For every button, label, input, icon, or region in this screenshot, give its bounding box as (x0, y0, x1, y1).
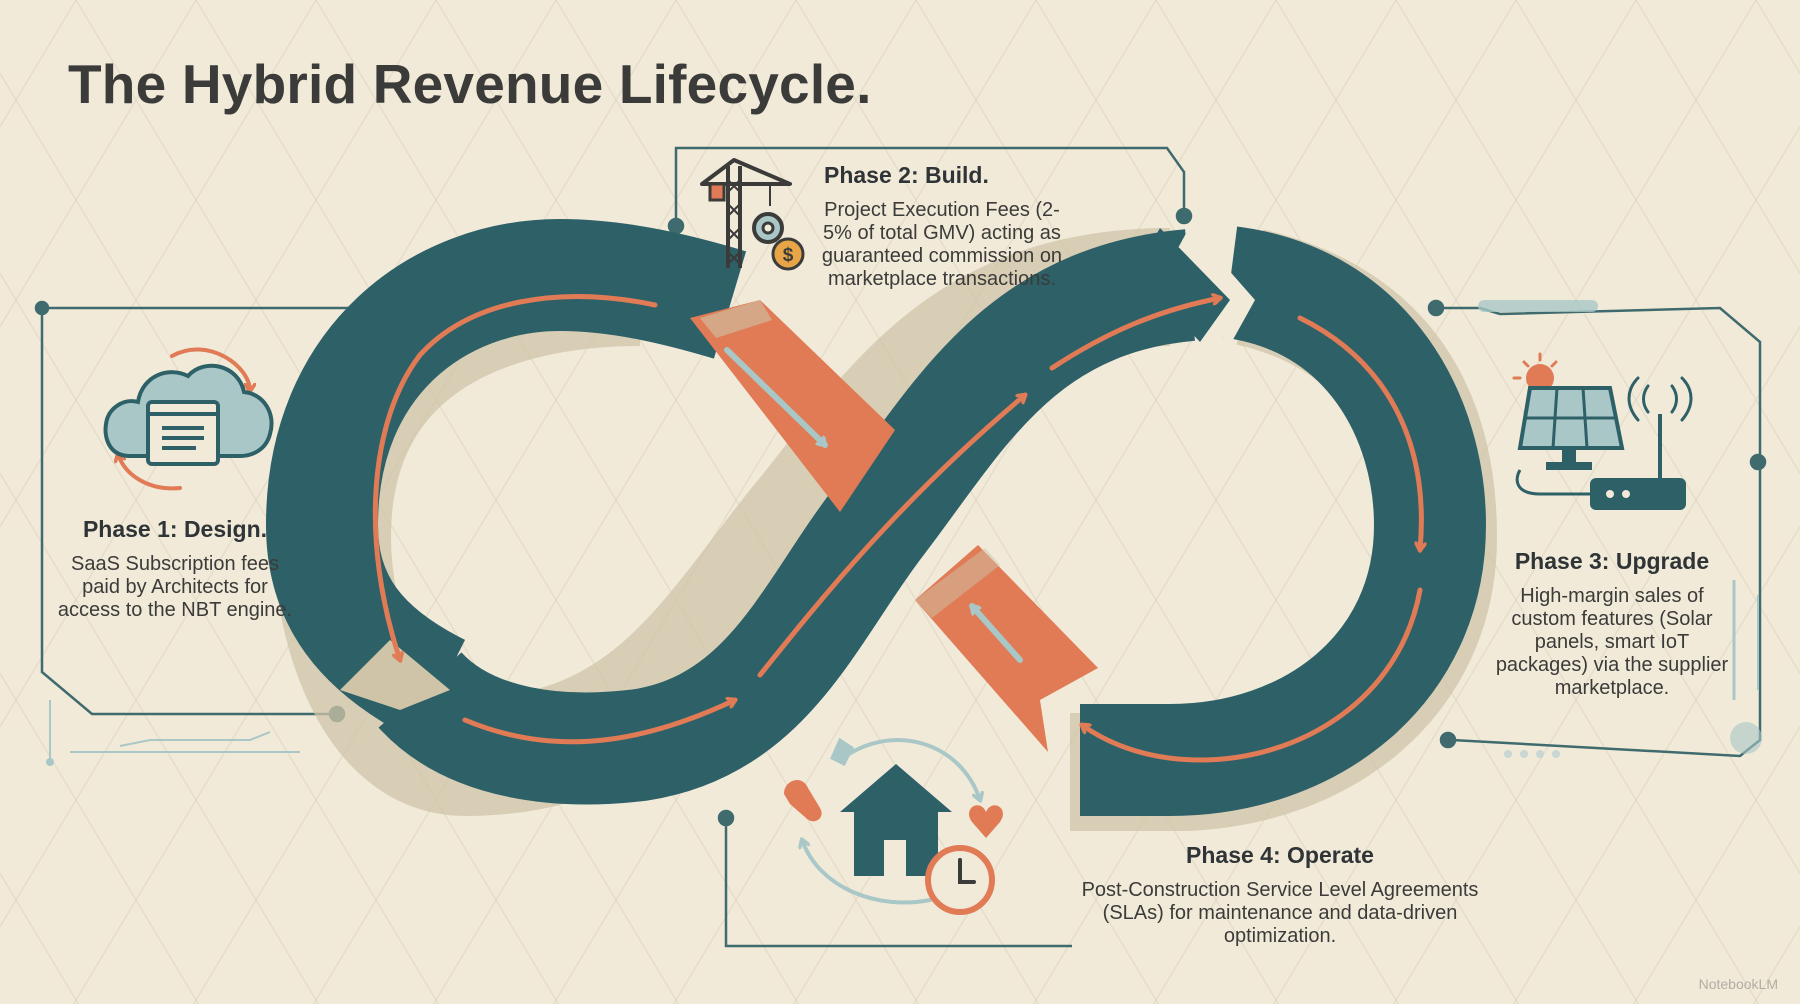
flow-arrow-left-top (417, 294, 658, 358)
flow-arrow-bottom (462, 700, 735, 745)
phase-4-description: Post-Construction Service Level Agreemen… (1081, 879, 1479, 947)
grid-line (673, 0, 1277, 1004)
cloud-browser-icon (103, 347, 274, 491)
grid-line (0, 0, 197, 328)
watermark: NotebookLM (1698, 976, 1778, 992)
flow-arrow-right-bottom (1082, 587, 1423, 763)
ribbon-arrow-down (724, 347, 828, 448)
grid-line (913, 0, 1517, 1004)
phase-3-description: High-margin sales of custom features (So… (1495, 585, 1729, 699)
phase2-connector (674, 146, 1186, 226)
svg-text:$: $ (783, 245, 794, 266)
phase-3-title: Phase 3: Upgrade (1514, 548, 1710, 574)
grid-line (1515, 0, 1800, 475)
grid-line (1633, 725, 1800, 1004)
phase-4-operate: Phase 4: Operate Post-Construction Servi… (1060, 842, 1500, 948)
phase-1-design: Phase 1: Design. SaaS Subscription fees … (50, 516, 300, 622)
grid-line (435, 0, 1039, 1004)
grid-line (433, 0, 1037, 1004)
crane-gear-dollar-icon: $ (700, 158, 805, 271)
grid-line (915, 0, 1519, 1004)
grid-line (1275, 0, 1800, 875)
grid-line (1513, 525, 1800, 1004)
infinity-band (265, 218, 1498, 831)
grid-line (0, 0, 437, 728)
flow-arrow-left-down (372, 352, 423, 660)
phase4-connector (724, 818, 1072, 948)
grid-line (1033, 0, 1637, 1004)
phase-2-title: Phase 2: Build. (824, 162, 989, 188)
grid-line (315, 0, 919, 1004)
band-left-arc (265, 218, 747, 741)
phase-1-description: SaaS Subscription fees paid by Architect… (57, 553, 293, 621)
grid-line (1273, 125, 1800, 1004)
grid-line (313, 0, 917, 1004)
phase-4-title: Phase 4: Operate (1186, 842, 1374, 868)
grid-line (675, 0, 1279, 1004)
page-title: The Hybrid Revenue Lifecycle. (68, 53, 872, 115)
grid-line (0, 272, 439, 1004)
grid-line (1393, 325, 1800, 1004)
band-right-arc (1080, 226, 1487, 816)
grid-line (1635, 0, 1800, 275)
solar-panel-router-icon (1512, 352, 1693, 510)
grid-line (1035, 0, 1639, 1004)
grid-line (193, 0, 797, 1004)
grid-line (0, 0, 317, 528)
house-wrench-clock-icon (784, 737, 1003, 915)
grid-line (1395, 0, 1800, 675)
grid-line (0, 472, 319, 1004)
band-diagonal (378, 229, 1197, 805)
grid-line (795, 0, 1399, 1004)
ribbon-arrow-up (969, 603, 1023, 663)
phase-1-title: Phase 1: Design. (82, 516, 268, 542)
phase-2-build: Phase 2: Build. Project Execution Fees (… (812, 162, 1092, 291)
ribbon-upper (690, 300, 895, 512)
phase-2-description: Project Execution Fees (2-5% of total GM… (821, 199, 1063, 290)
grid-line (0, 0, 557, 928)
grid-line (0, 672, 199, 1004)
flow-arrow-right-down (1297, 315, 1421, 550)
grid-line (195, 0, 799, 1004)
grid-line (0, 72, 559, 1004)
phase-3-upgrade: Phase 3: Upgrade High-margin sales of cu… (1492, 548, 1732, 700)
flow-arrow-diagonal (757, 392, 1025, 678)
phase1-connector (40, 306, 365, 716)
flow-arrow-right-top (1049, 298, 1220, 371)
